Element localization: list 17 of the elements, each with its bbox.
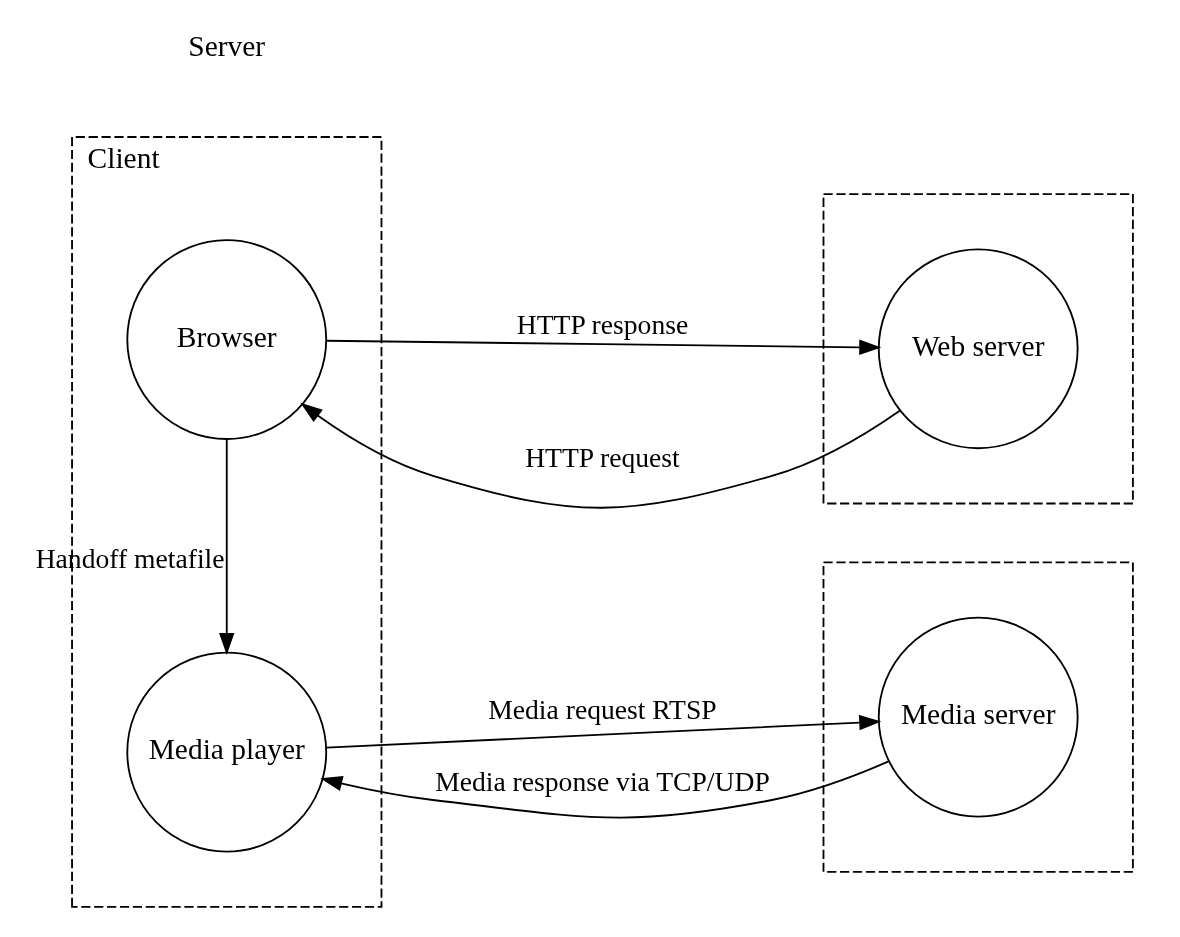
cluster [822, 193, 1134, 505]
edge-label: HTTP request [524, 441, 680, 473]
cluster [822, 561, 1134, 873]
arrow [299, 402, 901, 509]
edge-label: Media response via TCP/UDP [434, 765, 770, 797]
node-circle: Media server [877, 616, 1079, 818]
arrow [319, 760, 889, 819]
arrow [324, 339, 881, 356]
edge-label: Handoff metafile [35, 543, 224, 575]
arrow [324, 714, 881, 749]
edge-label: Media request RTSP [487, 693, 717, 725]
node-circle: Media player [125, 651, 327, 853]
node-circle: Web server [877, 248, 1079, 450]
edge-label: HTTP response [516, 309, 688, 341]
label: Server [187, 29, 265, 62]
node-circle: Browser [125, 239, 327, 440]
arrow [218, 438, 234, 655]
